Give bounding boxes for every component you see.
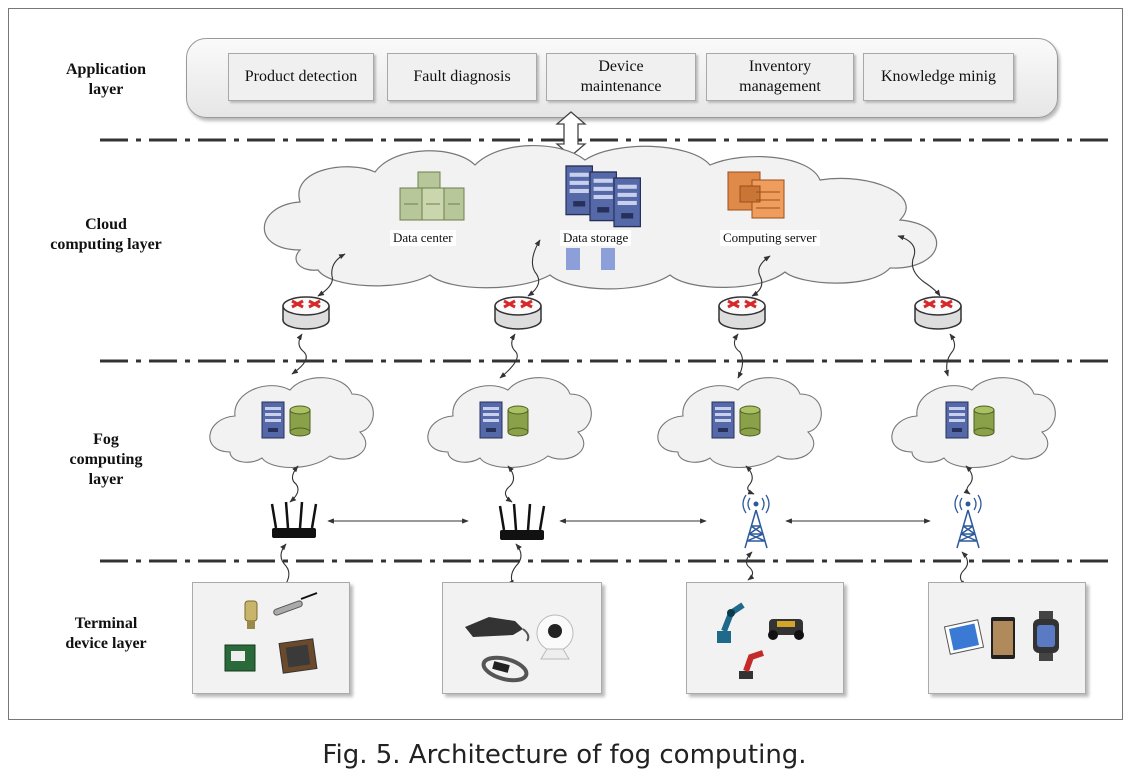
smart-band-icon	[481, 655, 529, 683]
sensor-icon	[244, 600, 258, 629]
router-icon-1	[281, 295, 331, 331]
database-icon	[289, 405, 311, 437]
robot-vehicle-icon	[768, 619, 804, 640]
server-icon	[261, 401, 285, 439]
wifi-router-icon-1	[270, 500, 318, 540]
figure-frame	[8, 8, 1123, 720]
terminal-panel-mobile	[928, 582, 1086, 694]
router-icon-2	[493, 295, 543, 331]
server-icon	[711, 401, 735, 439]
smartwatch-icon	[1033, 611, 1059, 661]
app-box-product-detection: Product detection	[228, 53, 374, 101]
robot-devices	[717, 602, 804, 679]
data-center-label: Data center	[390, 230, 456, 246]
router-icon-3	[717, 295, 767, 331]
smartphone-icon	[991, 617, 1015, 659]
computing-server-label: Computing server	[720, 230, 820, 246]
terminal-panel-robots	[686, 582, 844, 694]
data-storage-icon	[565, 165, 642, 270]
router-fog-links	[291, 333, 956, 379]
database-icon	[739, 405, 761, 437]
database-icon	[973, 405, 995, 437]
wifi-router-icon-2	[498, 502, 546, 542]
sensor-probe-icon	[273, 592, 318, 616]
chip-icon	[278, 638, 318, 674]
terminal-panel-wearables	[442, 582, 602, 694]
server-icon	[945, 401, 969, 439]
server-icon	[479, 401, 503, 439]
sensor-devices	[224, 592, 318, 674]
wearable-devices	[465, 614, 574, 683]
antenna-tower-icon-2	[954, 494, 982, 549]
robot-arm-icon	[717, 602, 745, 643]
mobile-devices	[943, 611, 1059, 661]
figure-caption: Fig. 5. Architecture of fog computing.	[322, 740, 807, 770]
camera-icon	[536, 614, 574, 660]
terminal-panel-sensors	[192, 582, 350, 694]
access-terminal-links	[279, 543, 969, 593]
antenna-tower-icon-1	[742, 494, 770, 549]
vr-glasses-icon	[465, 617, 530, 642]
data-storage-label: Data storage	[560, 230, 632, 246]
data-center-icon	[399, 171, 465, 221]
app-box-fault-diagnosis: Fault diagnosis	[387, 53, 537, 101]
database-icon	[507, 405, 529, 437]
cloud-router-links	[317, 235, 941, 297]
computing-server-icon	[727, 171, 785, 219]
welding-robot-icon	[739, 650, 764, 679]
circuit-board-icon	[224, 644, 256, 672]
fog-access-links	[289, 465, 973, 503]
tablet-icon	[943, 619, 985, 655]
fog-clouds	[209, 377, 1056, 468]
router-icon-4	[913, 295, 963, 331]
app-box-knowledge-mining: Knowledge minig	[863, 53, 1014, 101]
